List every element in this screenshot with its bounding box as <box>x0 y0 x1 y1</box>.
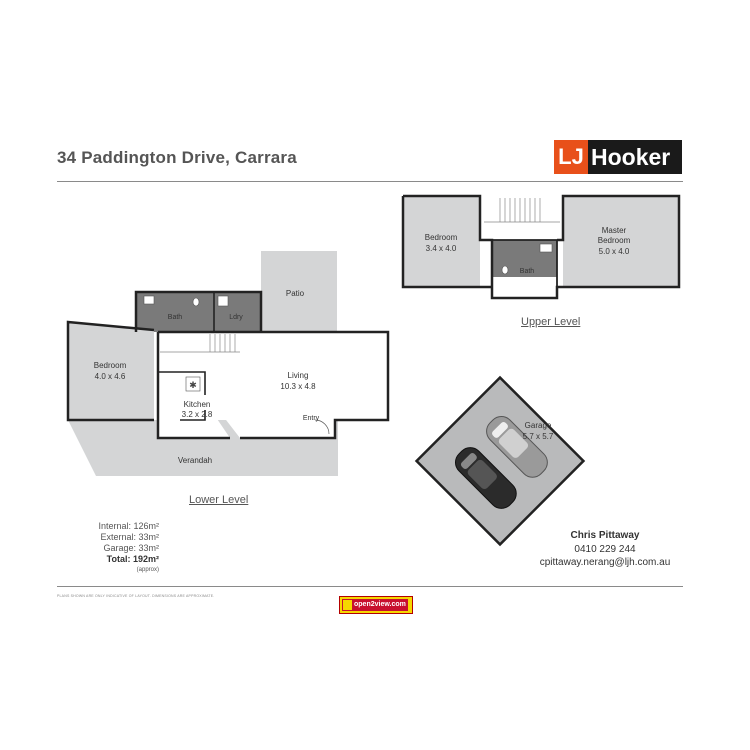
garage-plan <box>414 375 586 547</box>
lower-level-label: Lower Level <box>189 494 249 506</box>
lower-bedroom-floor <box>68 322 154 420</box>
wet-walls <box>134 290 263 332</box>
verandah-name: Verandah <box>178 456 212 465</box>
agent-phone: 0410 229 244 <box>574 544 636 555</box>
living-name: Living <box>288 371 309 380</box>
laundry-tub <box>217 295 229 307</box>
kitchen-name: Kitchen <box>184 400 211 409</box>
logo-wordmark: Hooker <box>591 144 671 170</box>
upper-walls-left <box>401 196 492 289</box>
upper-master-name2: Bedroom <box>598 236 631 245</box>
living-walls <box>156 330 390 440</box>
lower-bedroom-walls <box>66 320 155 422</box>
header-divider <box>57 181 683 182</box>
kitchen-walls <box>158 371 206 421</box>
lower-toilet <box>192 297 200 307</box>
entry-door <box>314 419 330 435</box>
area-approx: (approx) <box>136 567 159 573</box>
upper-master-size: 5.0 x 4.0 <box>599 247 630 256</box>
agent-name: Chris Pittaway <box>570 530 640 541</box>
garage-floor <box>414 375 586 547</box>
upper-bath-walls <box>492 239 558 298</box>
footer-divider <box>57 586 683 587</box>
upper-level-label: Upper Level <box>521 316 581 328</box>
area-external: External: 33m² <box>100 532 159 542</box>
garage-name: Garage <box>525 421 552 430</box>
upper-bedroom-floor <box>403 196 480 287</box>
lower-ldry-name: Ldry <box>229 314 243 321</box>
upper-stairs-area <box>480 196 563 240</box>
area-total: Total: 192m² <box>106 554 159 564</box>
cooktop-icon: ✱ <box>189 380 197 390</box>
upper-master-name: Master <box>602 226 627 235</box>
lower-stairs <box>160 334 240 353</box>
garage-size: 5.7 x 5.7 <box>523 432 554 441</box>
upper-level-plan: Bedroom 3.4 x 4.0 Master Bedroom 5.0 x 4… <box>401 194 681 300</box>
agent-email: cpittaway.nerang@ljh.com.au <box>539 557 671 568</box>
kitchen-cooktop <box>185 376 201 392</box>
upper-bedroom-name: Bedroom <box>425 233 458 242</box>
lj-hooker-logo: LJ Hooker <box>554 140 682 174</box>
area-internal: Internal: 126m² <box>98 521 159 531</box>
car-dark <box>454 447 517 509</box>
upper-master-floor <box>563 196 679 287</box>
upper-bath-name: Bath <box>520 268 535 275</box>
area-garage: Garage: 33m² <box>103 543 159 553</box>
lower-wet-floor <box>136 292 261 332</box>
lower-bath-name: Bath <box>168 314 183 321</box>
car-light <box>486 415 548 478</box>
kitchen-size: 3.2 x 2.8 <box>182 410 213 419</box>
upper-stairs <box>484 198 560 223</box>
lower-bedroom-name: Bedroom <box>94 361 127 370</box>
agent-contact: Chris Pittaway 0410 229 244 cpittaway.ne… <box>520 530 690 568</box>
open2view-badge: open2view.com <box>339 596 413 614</box>
patio-name: Patio <box>286 289 305 298</box>
living-size: 10.3 x 4.8 <box>280 382 316 391</box>
disclaimer: PLANS SHOWN ARE ONLY INDICATIVE OF LAYOU… <box>57 594 215 598</box>
entry-name: Entry <box>303 415 320 422</box>
lower-bedroom-size: 4.0 x 4.6 <box>95 372 126 381</box>
patio-floor <box>261 251 337 331</box>
lower-basin <box>143 295 155 305</box>
open2view-icon <box>343 600 352 610</box>
upper-toilet <box>501 265 509 275</box>
lower-level-plan: ✱ Patio Bath Ldry Bedroom 4.0 x 4.6 Livi… <box>66 251 390 476</box>
open2view-text: open2view.com <box>354 601 406 608</box>
logo-mark: LJ <box>554 140 588 174</box>
upper-basin <box>539 243 553 253</box>
area-summary: Internal: 126m² External: 33m² Garage: 3… <box>57 521 159 576</box>
page-title: 34 Paddington Drive, Carrara <box>57 148 297 167</box>
upper-bedroom-size: 3.4 x 4.0 <box>426 244 457 253</box>
